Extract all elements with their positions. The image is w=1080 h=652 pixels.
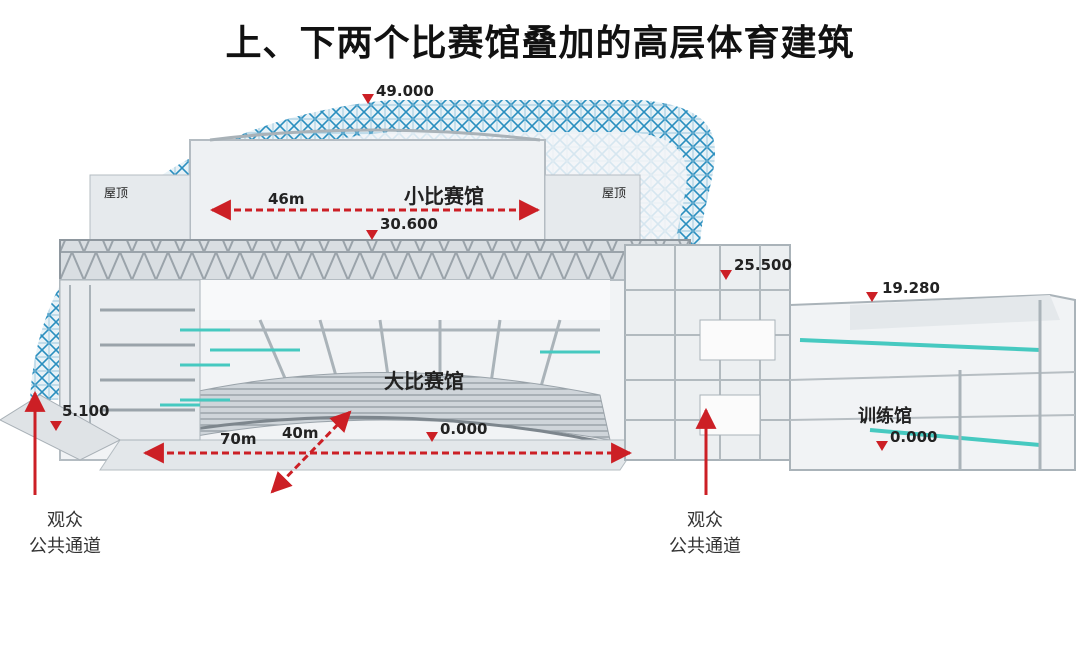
elev-main-floor: 0.000	[440, 420, 488, 438]
note-left-line2: 公共通道	[29, 536, 101, 557]
arena-floor	[99, 439, 641, 471]
dim-small-span: 46m	[268, 190, 305, 208]
elev-marker-training-floor	[876, 441, 888, 451]
elev-training-roof: 19.280	[882, 279, 940, 297]
page-title: 上、下两个比赛馆叠加的高层体育建筑	[225, 23, 855, 64]
label-roof-right: 屋顶	[602, 186, 627, 200]
elev-training-floor: 0.000	[890, 428, 938, 446]
elev-marker-top	[362, 94, 374, 104]
label-large-hall: 大比赛馆	[384, 369, 464, 393]
elev-marker-30600	[366, 230, 378, 240]
truss-band	[59, 239, 691, 281]
elev-marker-25500	[720, 270, 732, 280]
note-left-line1: 观众	[47, 510, 83, 531]
elev-marker-5100	[50, 421, 62, 431]
note-right-line1: 观众	[687, 510, 723, 531]
dim-arrow-40m	[270, 410, 352, 494]
label-training-hall: 训练馆	[858, 406, 912, 427]
dim-large-span: 70m	[220, 430, 257, 448]
training-hall	[789, 293, 1076, 471]
elev-concourse: 5.100	[62, 402, 110, 420]
elev-top: 49.000	[376, 82, 434, 100]
label-roof-left: 屋顶	[104, 186, 129, 200]
small-hall-box	[189, 139, 546, 241]
label-small-hall: 小比赛馆	[404, 184, 484, 208]
dim-large-depth: 40m	[282, 424, 319, 442]
elev-marker-19280	[866, 292, 878, 302]
elev-marker-main-floor	[426, 432, 438, 442]
note-left-access: 观众 公共通道	[10, 508, 120, 560]
elev-small-hall-floor: 30.600	[380, 215, 438, 233]
note-right-access: 观众 公共通道	[650, 508, 760, 560]
elev-tower-top: 25.500	[734, 256, 792, 274]
note-right-line2: 公共通道	[669, 536, 741, 557]
